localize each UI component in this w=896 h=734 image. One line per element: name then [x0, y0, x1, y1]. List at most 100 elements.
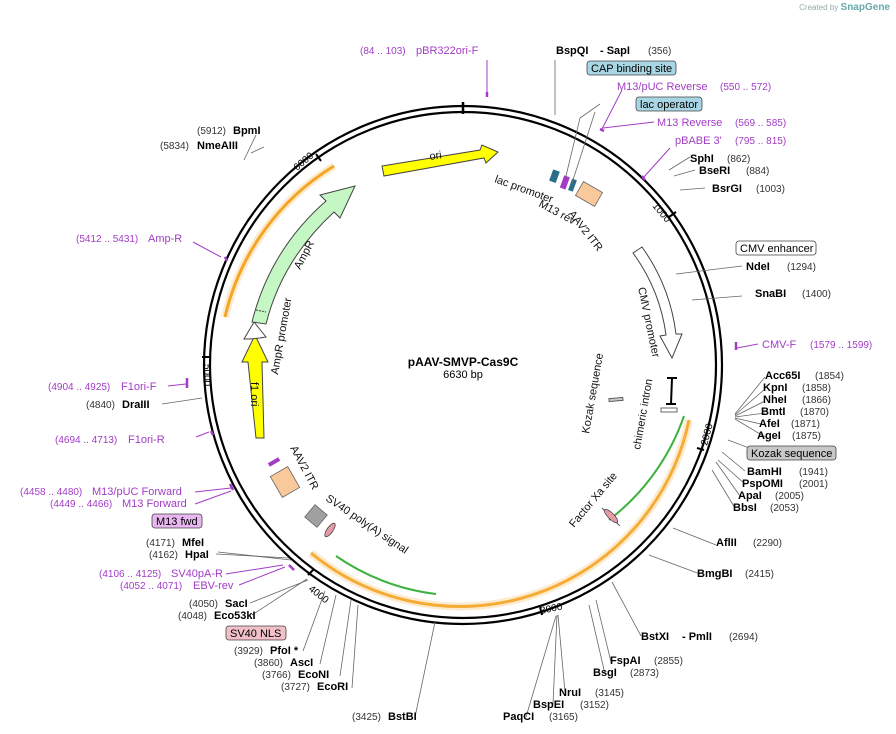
enzyme-label: BamHI	[747, 466, 782, 478]
enzyme-label: EcoNI	[298, 669, 329, 681]
enzyme-pos: (4162)	[149, 550, 178, 561]
feature-kozak-sequence-label: Kozak sequence	[580, 352, 606, 434]
enzyme-label: BseRI	[699, 165, 730, 177]
primer-range: (4449 .. 4466)	[50, 499, 112, 510]
enzyme-pos: (1294)	[787, 262, 816, 273]
enzyme-label: - SapI	[600, 45, 630, 57]
primer-range: (4694 .. 4713)	[55, 435, 117, 446]
feature-ampr: AmpR	[251, 185, 356, 325]
enzyme-pos: (4171)	[146, 538, 175, 549]
enzyme-pos: (3165)	[549, 712, 578, 723]
enzyme-label: BsrGI	[712, 183, 742, 195]
primer-range: (550 .. 572)	[720, 82, 771, 93]
boxed-kozak-sequence: Kozak sequence	[746, 445, 837, 461]
feature-ori: ori	[381, 144, 499, 177]
primer-name: M13 Reverse	[657, 117, 722, 129]
enzyme-label: DraIII	[122, 399, 150, 411]
tick-label-3000: 3000	[539, 601, 563, 616]
feature-lac-promoter: lac promoter	[493, 169, 560, 206]
primer-name: Amp-R	[148, 233, 182, 245]
tick-label-1000: 1000	[650, 201, 673, 225]
primer-name: pBR322ori-F	[416, 45, 479, 57]
enzyme-pos: (3425)	[352, 712, 381, 723]
enzyme-pos: (4840)	[86, 400, 115, 411]
enzyme-label: NruI	[559, 687, 581, 699]
primer-name: SV40pA-R	[171, 568, 223, 580]
enzyme-pos: (3929)	[234, 646, 263, 657]
enzyme-label: AfeI	[759, 418, 780, 430]
enzyme-label: - PmlI	[682, 631, 712, 643]
enzyme-label: SnaBI	[755, 288, 786, 300]
cmv-enhancer-label: CMV enhancer	[740, 243, 814, 255]
primer-range: (1579 .. 1599)	[810, 340, 872, 351]
enzyme-pos: (2005)	[775, 491, 804, 502]
enzyme-label: AflII	[716, 537, 737, 549]
feature-factor-xa-site: Factor Xa site	[567, 470, 621, 530]
enzyme-pos: (1941)	[799, 467, 828, 478]
credit-brand: SnapGene	[840, 2, 890, 13]
enzyme-label: Eco53kI	[214, 610, 256, 622]
enzyme-pos: (884)	[746, 166, 769, 177]
enzyme-pos: (1870)	[800, 407, 829, 418]
enzyme-pos: (1400)	[802, 289, 831, 300]
ampr-cds-orange-arc	[223, 164, 335, 318]
boxed-cap-binding-site: CAP binding site	[586, 60, 677, 76]
enzyme-label: HpaI	[185, 549, 209, 561]
enzyme-labels: BspQI - SapI (356) SphI (862) BseRI (884…	[503, 45, 844, 723]
primer-range: (795 .. 815)	[735, 136, 786, 147]
enzyme-label: FspAI	[610, 655, 641, 667]
feature-chimeric-intron-label: chimeric intron	[631, 378, 655, 451]
enzyme-pos: (3860)	[254, 658, 283, 669]
enzyme-label: Acc65I	[765, 370, 800, 382]
feature-aav2-itr-top: AAV2 ITR	[566, 181, 605, 254]
enzyme-pos: (2053)	[770, 503, 799, 514]
enzyme-pos: (5912)	[197, 126, 226, 137]
primer-name: F1ori-F	[121, 381, 157, 393]
enzyme-label: PfoI *	[270, 645, 299, 657]
feature-aav2-itr-top-label: AAV2 ITR	[566, 208, 605, 253]
feature-ori-label: ori	[429, 149, 443, 163]
enzyme-label: PspOMI	[742, 478, 783, 490]
enzyme-pos: (2694)	[729, 632, 758, 643]
cas9-cds-green-arc	[608, 415, 685, 521]
primer-name: F1ori-R	[128, 434, 165, 446]
primer-leader-lines	[167, 60, 759, 586]
enzyme-label: BstXI	[641, 631, 669, 643]
enzyme-label: NheI	[763, 394, 787, 406]
primer-name: EBV-rev	[193, 580, 234, 592]
cap-binding-site-label: CAP binding site	[591, 63, 672, 75]
primer-range: (4458 .. 4480)	[20, 487, 82, 498]
boxed-lac-operator: lac operator	[635, 96, 703, 112]
tick-label-5000: 5000	[201, 364, 212, 387]
feature-f1-ori: f1 ori	[241, 333, 269, 439]
primer-name: CMV-F	[762, 339, 797, 351]
enzyme-pos: (5834)	[160, 141, 189, 152]
enzyme-label: NdeI	[746, 261, 770, 273]
enzyme-label: SphI	[690, 153, 714, 165]
snapgene-credit: Created by SnapGene	[799, 2, 890, 13]
primer-range: (4052 .. 4071)	[120, 581, 182, 592]
boxed-m13-fwd: M13 fwd	[151, 513, 203, 529]
enzyme-label: BpmI	[233, 125, 261, 137]
primer-name: M13 Forward	[122, 498, 187, 510]
primer-range: (5412 .. 5431)	[76, 234, 138, 245]
cas9-cds-green-arc-2	[335, 555, 437, 595]
primer-name: pBABE 3'	[675, 135, 722, 147]
enzyme-pos: (1854)	[815, 371, 844, 382]
primer-marks	[185, 92, 738, 571]
enzyme-label: PaqCI	[503, 711, 534, 723]
boxed-cmv-enhancer: CMV enhancer	[735, 240, 817, 256]
enzyme-labels-left: (3425) BstBI (3727) EcoRI (3766) EcoNI (…	[86, 125, 417, 723]
feature-kozak-sequence: Kozak sequence	[580, 352, 624, 435]
plasmid-length: 6630 bp	[443, 369, 483, 381]
enzyme-pos: (356)	[648, 46, 671, 57]
feature-aav2-itr-bottom: AAV2 ITR	[267, 444, 321, 498]
feature-sv40-polya: SV40 poly(A) signal	[304, 493, 410, 557]
enzyme-label: ApaI	[738, 490, 762, 502]
enzyme-label: BmgBI	[697, 568, 732, 580]
feature-chimeric-intron: chimeric intron	[631, 377, 678, 451]
primer-labels: (84 .. 103) pBR322ori-F M13/pUC Reverse …	[20, 45, 872, 592]
cas9-cds-orange-halo	[308, 419, 693, 611]
credit-prefix: Created by	[799, 3, 839, 12]
